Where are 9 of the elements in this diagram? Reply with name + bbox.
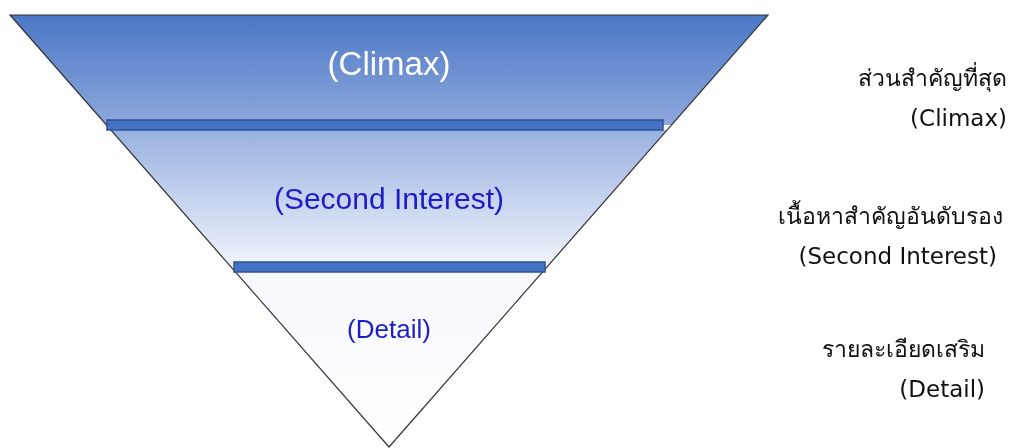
band-label: (Climax) bbox=[327, 45, 451, 83]
side-note: ส่วนสำคัญที่สุด bbox=[858, 60, 1007, 96]
side-note: (Climax) bbox=[910, 105, 1007, 131]
band-label: (Second Interest) bbox=[273, 182, 505, 216]
side-note: (Detail) bbox=[899, 376, 985, 402]
side-note: เนื้อหาสำคัญอันดับรอง bbox=[778, 198, 1003, 234]
band-label: (Detail) bbox=[347, 314, 431, 345]
side-note: (Second Interest) bbox=[798, 243, 997, 269]
side-note: รายละเอียดเสริม bbox=[822, 335, 985, 364]
